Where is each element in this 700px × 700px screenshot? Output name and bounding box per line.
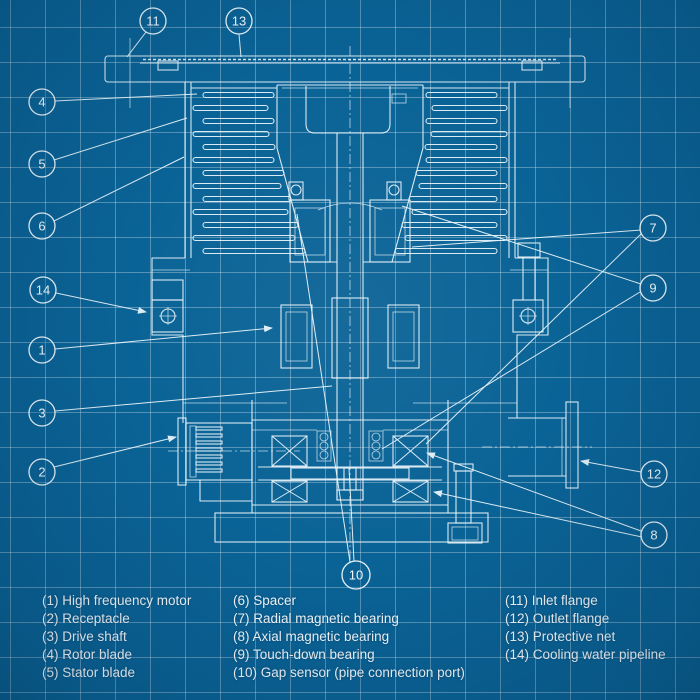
callout-10-label: 10 <box>349 568 363 583</box>
callout-1-label: 1 <box>38 343 45 358</box>
callout-13-label: 13 <box>232 14 246 29</box>
callout-9-label: 9 <box>649 281 656 296</box>
upper-bearing-assembly <box>288 181 411 263</box>
callout-7-label: 7 <box>649 221 656 236</box>
callout-12: 12 <box>640 460 668 488</box>
stator-rotor-blade-stack-right <box>394 91 508 255</box>
callout-4-label: 4 <box>38 95 45 110</box>
callout-3: 3 <box>28 399 56 427</box>
legend-item-2: (2) Receptacle <box>42 611 130 626</box>
legend-item-1: (1) High frequency motor <box>42 593 192 608</box>
outlet-flange <box>482 401 592 489</box>
stator-rotor-blade-stack-left <box>192 91 306 255</box>
callout-14: 14 <box>29 276 57 304</box>
callout-5-label: 5 <box>38 157 45 172</box>
legend-item-14: (14) Cooling water pipeline <box>505 647 666 662</box>
legend-item-4: (4) Rotor blade <box>42 647 133 662</box>
callout-4: 4 <box>28 88 56 116</box>
legend-item-5: (5) Stator blade <box>42 665 136 680</box>
legend-item-8: (8) Axial magnetic bearing <box>233 629 390 644</box>
cooling-water-pipeline-left <box>151 279 184 333</box>
cooling-water-pipeline-right <box>512 242 544 333</box>
legend-item-10: (10) Gap sensor (pipe connection port) <box>233 665 465 680</box>
callout-1: 1 <box>28 336 56 364</box>
legend-item-13: (13) Protective net <box>505 629 616 644</box>
callout-10: 10 <box>341 560 371 590</box>
callout-2-label: 2 <box>38 465 45 480</box>
touch-down-bearing-lower-left <box>316 430 332 462</box>
magnetic-bearing-coil-lower-left <box>271 480 308 503</box>
legend-item-3: (3) Drive shaft <box>42 629 127 644</box>
legend-column-2: (6) Spacer (7) Radial magnetic bearing (… <box>233 592 465 682</box>
receptacle <box>168 417 300 486</box>
callout-7: 7 <box>639 214 667 242</box>
inlet-flange <box>104 38 586 108</box>
callout-3-label: 3 <box>38 406 45 421</box>
callout-6-label: 6 <box>38 219 45 234</box>
callout-8: 8 <box>640 521 668 549</box>
legend-item-7: (7) Radial magnetic bearing <box>233 611 399 626</box>
legend-column-1: (1) High frequency motor (2) Receptacle … <box>42 592 191 682</box>
leader-lines <box>53 31 643 563</box>
high-frequency-motor <box>280 297 420 379</box>
callout-11-label: 11 <box>146 14 160 29</box>
callout-11: 11 <box>139 7 167 35</box>
callout-12-label: 12 <box>647 467 661 482</box>
magnetic-bearing-coil-lower-right <box>392 480 429 503</box>
sensor-pipe-connection <box>447 463 483 544</box>
callout-13: 13 <box>225 7 253 35</box>
callout-6: 6 <box>28 212 56 240</box>
callout-2: 2 <box>28 458 56 486</box>
casing <box>151 82 549 423</box>
legend-item-6: (6) Spacer <box>233 593 297 608</box>
legend-item-12: (12) Outlet flange <box>505 611 610 626</box>
legend-item-11: (11) Inlet flange <box>505 593 598 608</box>
legend-item-9: (9) Touch-down bearing <box>233 647 375 662</box>
callout-5: 5 <box>28 150 56 178</box>
callout-8-label: 8 <box>650 528 657 543</box>
magnetic-bearing-coil-upper-left <box>271 435 308 467</box>
touch-down-bearing-lower-right <box>368 430 384 462</box>
magnetic-bearing-coil-upper-right <box>392 435 429 467</box>
rotor-bell <box>276 84 424 263</box>
callout-14-label: 14 <box>36 283 50 298</box>
drive-shaft <box>336 46 364 562</box>
callout-9: 9 <box>639 274 667 302</box>
legend-column-3: (11) Inlet flange (12) Outlet flange (13… <box>505 592 666 664</box>
